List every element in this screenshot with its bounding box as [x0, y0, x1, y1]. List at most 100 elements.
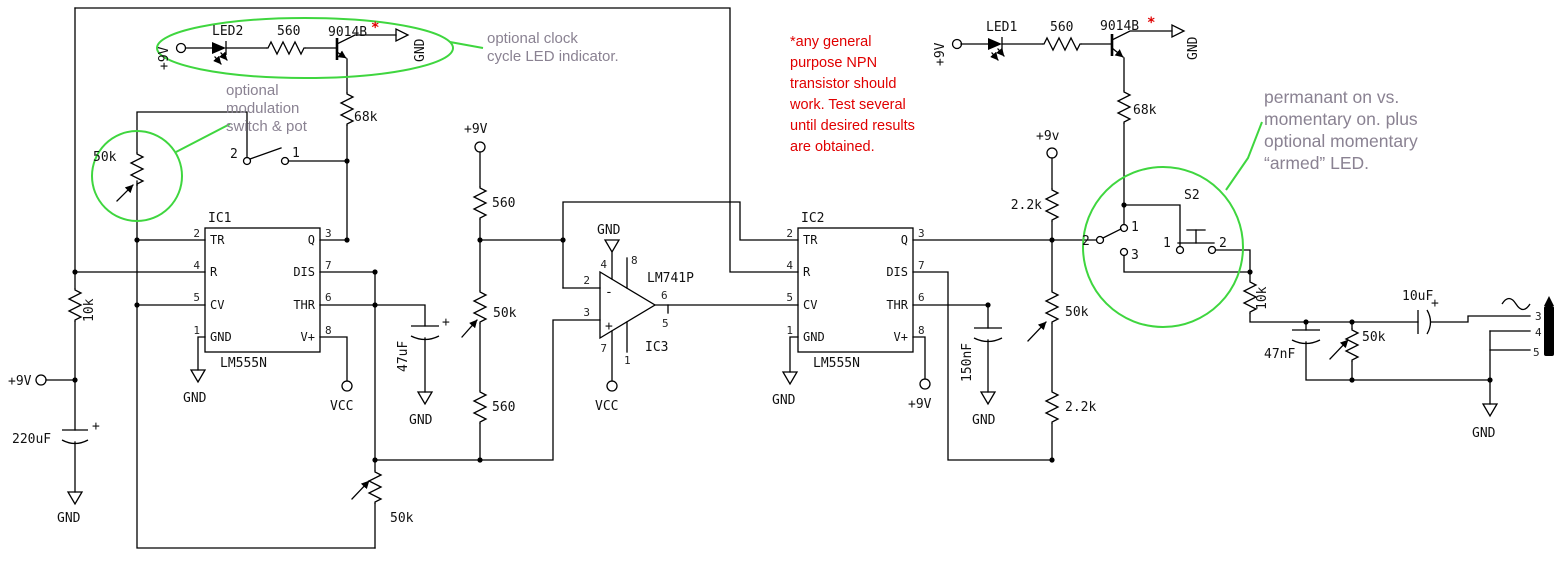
ic1-pin1-num: 1 [193, 324, 200, 337]
ic1-pin2-num: 2 [193, 227, 200, 240]
gnd-arrow-icon [1171, 23, 1186, 39]
plus9v-terminal [1046, 147, 1058, 159]
ic2-pin-q: Q [901, 233, 908, 247]
ic1-pin-thr: THR [293, 298, 315, 312]
ic1-pin-r: R [210, 265, 218, 279]
pot-50k-label: 50k [1065, 305, 1089, 320]
plus9v-label: +9V [8, 374, 32, 389]
switch-pin2-label: 2 [1082, 234, 1090, 249]
vcc-label: VCC [595, 399, 618, 414]
resistor-10k-label: 10k [1255, 286, 1270, 310]
transistor-label: 9014B [1100, 19, 1139, 34]
jack-pin4-num: 4 [1535, 326, 1542, 339]
npn-note-line2: purpose NPN [790, 55, 877, 71]
pot-wiper-arrow [461, 319, 478, 338]
plus9v-terminal [175, 42, 187, 54]
cap-10uf-label: 10uF [1402, 289, 1433, 304]
ic1-pin-cv: CV [210, 298, 224, 312]
cap-polarity-plus: + [92, 419, 100, 434]
plus9v-label: +9V [464, 122, 488, 137]
plus9v-label: +9v [1036, 129, 1060, 144]
transistor-emitter-arrow [1111, 47, 1124, 58]
ic1-pin3-num: 3 [325, 227, 332, 240]
mod-note-line3: switch & pot [226, 118, 308, 135]
ic3-pin4-num: 4 [600, 258, 607, 271]
ic1-pin-tr: TR [210, 233, 225, 247]
switch-pin2-label: 2 [230, 147, 238, 162]
pot-50k-icon [472, 290, 488, 324]
resistor-10k-icon [67, 288, 83, 322]
npn-note-line5: until desired results [790, 118, 915, 134]
s2-label: S2 [1184, 188, 1200, 203]
pot-wiper-arrow [1027, 321, 1047, 342]
armed-led-circuit: +9V LED1 560 9014B * GND 68k [933, 15, 1201, 124]
ic1-pin5-num: 5 [193, 291, 200, 304]
output-jack-icon [1544, 306, 1554, 356]
gnd-symbol [781, 371, 799, 386]
switch-pin3-label: 3 [1131, 248, 1139, 263]
plus9v-label: +9V [933, 42, 948, 66]
opamp-minus: - [605, 285, 613, 300]
pot-wiper-arrow [1329, 339, 1349, 360]
green-highlights [91, 17, 1263, 328]
ic1-lm555-timer: IC1 LM555N 2 4 5 1 3 7 6 8 TR R CV GND Q… [183, 211, 353, 414]
ic1-part: LM555N [220, 356, 267, 371]
ic1-name: IC1 [208, 211, 231, 226]
feedback-pot: 50k [351, 470, 414, 526]
gnd-arrow-icon [395, 27, 410, 43]
gnd-symbol [66, 491, 84, 506]
cap-47uf-label: 47uF [396, 341, 411, 372]
pot-50k-label: 50k [1362, 330, 1386, 345]
gnd-symbol [416, 391, 434, 406]
mod-note-line2: modulation [226, 100, 299, 117]
pot-50k-label: 50k [93, 150, 117, 165]
ic3-name: IC3 [645, 340, 668, 355]
ic3-lm741-opamp: - + 2 3 4 8 7 1 6 5 GND LM741P IC3 VCC [583, 223, 694, 414]
clock-led-highlight-ellipse [156, 17, 454, 79]
ic3-pin7-num: 7 [600, 342, 607, 355]
switch-pin1-label: 1 [1131, 220, 1139, 235]
resistor-560-label: 560 [492, 196, 515, 211]
transistor-note-star: * [1147, 15, 1155, 31]
cap-47uf-curved-plate [410, 335, 440, 341]
jack-pin5-num: 5 [1533, 346, 1540, 359]
switch-lever [249, 147, 282, 160]
ic3-pin2-num: 2 [583, 274, 590, 287]
ic2-pin3-num: 3 [918, 227, 925, 240]
pot-50k-icon [1344, 328, 1360, 362]
npn-note-line4: work. Test several [789, 97, 906, 113]
ic2-lm555-timer: IC2 LM555N 2 4 5 1 3 7 6 8 TR R CV GND Q… [772, 211, 932, 412]
ic2-pin1-num: 1 [786, 324, 793, 337]
jack-pin3-num: 3 [1535, 310, 1542, 323]
ic2-pin-r: R [803, 265, 811, 279]
gnd-symbol [1481, 403, 1499, 418]
led1-ray-icon [996, 47, 1005, 57]
ic2-pin-gnd: GND [803, 330, 825, 344]
switch-lever [1102, 228, 1122, 239]
plus9v-terminal [35, 374, 47, 386]
cap-10uf-curved-plate [1426, 309, 1432, 335]
ic2-part: LM555N [813, 356, 860, 371]
pot-50k-icon [129, 152, 145, 186]
resistor-68k-label: 68k [1133, 103, 1157, 118]
resistor-560-icon [472, 186, 488, 220]
mod-note-line1: optional [226, 82, 279, 99]
cap-220uf-curved-plate [61, 439, 89, 445]
gnd-label: GND [972, 413, 996, 428]
switch-pole-terminal [242, 156, 252, 166]
ic1-pin8-num: 8 [325, 324, 332, 337]
cap-47nf-curved-plate [1291, 339, 1321, 345]
resistor-68k-label: 68k [354, 110, 378, 125]
resistor-2k2-label: 2.2k [1065, 400, 1096, 415]
transistor-note-star: * [371, 20, 379, 36]
ic1-pin4-num: 4 [193, 259, 200, 272]
ic1-pin-dis: DIS [293, 265, 315, 279]
led1-ray-icon [990, 51, 999, 61]
opamp-triangle [599, 270, 657, 340]
switch-contact1-terminal [1119, 223, 1129, 233]
ic2-pin8-num: 8 [918, 324, 925, 337]
gnd-label: GND [57, 511, 81, 526]
switch-contact-terminal [280, 156, 290, 166]
